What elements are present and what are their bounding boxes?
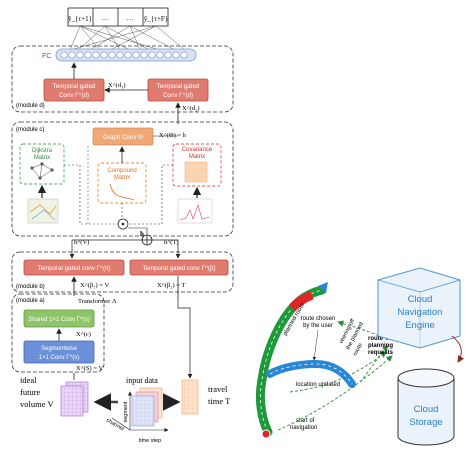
graph-conv-box: [92, 127, 154, 146]
covariance-to-odot-line: [128, 164, 173, 225]
ideal-label-3: volume V: [20, 399, 54, 409]
cloud-navigation-engine: Cloud Navigation Engine: [377, 267, 461, 349]
h-v-label: h^(V): [74, 239, 89, 246]
route-request-arrow: [359, 345, 389, 383]
start-nav-label-1: start of: [296, 418, 315, 424]
engine-to-storage-arrow: [451, 335, 465, 363]
engine-label-3: Engine: [405, 320, 435, 331]
covariance-label-2: Matrix: [189, 154, 205, 160]
h-t-label: h^(T): [164, 239, 179, 246]
fc-layer: FC: [42, 48, 197, 62]
covariance-plot-thumbnail: [177, 198, 213, 224]
module-d: (module d) Temporal gated Conv Γ^(d) Tem…: [11, 45, 234, 113]
dijkstra-graph-icon: [30, 162, 54, 180]
travel-label-1: travel: [208, 384, 228, 394]
module-b: (module b) Temporal gated conv Γ^(d) Tem…: [11, 251, 234, 300]
compound-curve-icon: [109, 183, 135, 201]
module-d-label: (module d): [16, 103, 45, 109]
module-b-tconv-left-label: Temporal gated conv Γ^(d): [37, 265, 110, 272]
veering-label-3: route: [352, 342, 364, 356]
segmentwise-label-1: Segmentwise: [41, 346, 78, 352]
chosen-route-path: [266, 359, 356, 388]
cloud-storage: Cloud Storage: [397, 368, 455, 446]
module-b-x-left: X^(β₁) = V: [80, 282, 109, 289]
module-a: (module a) Transformer Λ Shared 1×1 Conv…: [11, 293, 117, 373]
module-b-label: (module b): [16, 284, 45, 290]
segmentwise-conv-box: [23, 340, 95, 364]
module-b-tconv-right-label: Temporal gated conv Γ^(β): [142, 265, 215, 272]
route-planning-label-3: requests: [368, 350, 394, 356]
x-v-label: X^(S) = V: [76, 365, 103, 372]
ideal-label-1: ideal: [20, 375, 37, 385]
location-updated-label: location updated: [296, 382, 340, 388]
dijkstra-label-1: Dijkstra: [32, 148, 53, 154]
module-d-tconv-right-line1: Temporal gated: [157, 83, 200, 90]
h-center-label: h: [140, 230, 144, 238]
shared-conv-label: Shared 1×1 Conv Γ^(s): [28, 317, 90, 323]
route-chosen-label-1: route chosen: [301, 316, 336, 322]
shared-conv-box: [23, 309, 95, 328]
output-label-dots-2: …: [127, 15, 134, 22]
module-b-tconv-right: [129, 259, 229, 276]
dijkstra-label-2: Matrix: [34, 155, 50, 161]
location-updated-arrow: [289, 351, 387, 393]
route-chosen-label-2: by the user: [303, 323, 333, 329]
module-d-x-left: X^(d₁): [108, 82, 126, 89]
module-b-tconv-left: [23, 259, 125, 276]
route-end-marker: [318, 282, 328, 293]
dijkstra-box: [19, 143, 65, 185]
compound-label-1: Compound: [107, 168, 136, 174]
engine-label-2: Navigation: [398, 307, 443, 318]
output-vector: ŷ_{τ+1} … … ŷ_{τ+F}: [67, 7, 169, 27]
storage-label-2: Storage: [409, 417, 442, 428]
travel-label-2: time T: [208, 396, 231, 406]
output-label-last: ŷ_{τ+F}: [144, 15, 168, 23]
time-step-label: time step: [139, 438, 161, 444]
module-b-x-right: X^(β₂) = T: [157, 282, 185, 289]
navigation-route-diagram: planned route route chosen by the user v…: [255, 282, 394, 439]
red-route-segment: [288, 290, 314, 312]
oplus-junction: h h^(V) h^(T): [69, 227, 181, 259]
travel-time-block: [181, 379, 199, 415]
module-d-tconv-right-line2: Conv Γ^(d): [163, 92, 193, 99]
engine-label-1: Cloud: [408, 294, 433, 305]
channel-axis: [111, 417, 131, 431]
input-data-label: input data: [126, 376, 158, 385]
module-d-tconv-left-line1: Temporal gated: [53, 83, 96, 90]
module-c: (module c) Graph Conv Θ X^(Θ) = h Dijkst…: [11, 121, 234, 237]
module-c-label: (module c): [16, 127, 44, 133]
module-d-tconv-left-line2: Conv Γ^(d): [59, 92, 89, 99]
output-label-dots-1: …: [102, 15, 109, 22]
module-d-x-right: X^(d₂): [182, 105, 200, 112]
ideal-volume-cube: [60, 381, 89, 417]
graph-conv-output: X^(Θ) = h: [159, 132, 187, 139]
compound-label-2: Matrix: [114, 175, 130, 181]
bottom-data-section: ideal future volume V input data segment…: [20, 300, 231, 444]
input-data-cube: [131, 387, 163, 427]
start-navigation-arrow: [277, 355, 393, 431]
output-label-first: ŷ_{τ+1}: [68, 15, 92, 23]
engine-to-route-arrow: [337, 320, 389, 341]
dijkstra-to-odot-line: [64, 164, 118, 225]
start-nav-label-2: navigation: [290, 425, 317, 431]
route-planning-label-2: planning: [368, 343, 393, 349]
start-marker: [261, 429, 271, 439]
x-c-label: X^(c): [76, 331, 91, 338]
ideal-label-2: future: [20, 387, 41, 397]
segment-label: segment: [123, 401, 129, 423]
storage-label-1: Cloud: [414, 404, 439, 415]
fc-label: FC: [42, 53, 51, 60]
segmentwise-label-2: 1×1 Conv Γ^(s): [39, 355, 80, 361]
covariance-label-1: Covariance: [182, 147, 213, 153]
graph-conv-label: Graph Conv Θ: [103, 134, 143, 141]
route-planning-label-1: route: [368, 336, 384, 342]
transformer-label: Transformer Λ: [78, 298, 117, 305]
module-a-label: (module a): [16, 298, 45, 304]
